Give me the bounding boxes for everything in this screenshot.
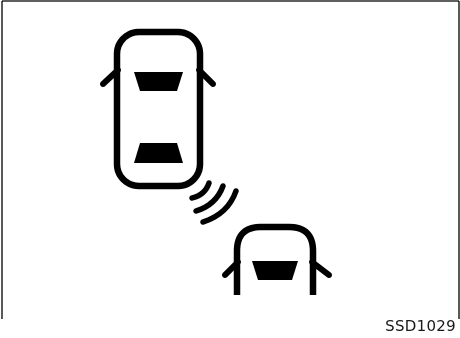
rear-window	[252, 261, 298, 280]
car-top-view-icon	[103, 32, 213, 186]
radar-wave-icon	[192, 183, 236, 222]
windshield	[134, 72, 183, 91]
car-rear-view-icon	[225, 227, 329, 295]
figure-code: SSD1029	[385, 317, 456, 335]
rear-window	[134, 143, 183, 163]
